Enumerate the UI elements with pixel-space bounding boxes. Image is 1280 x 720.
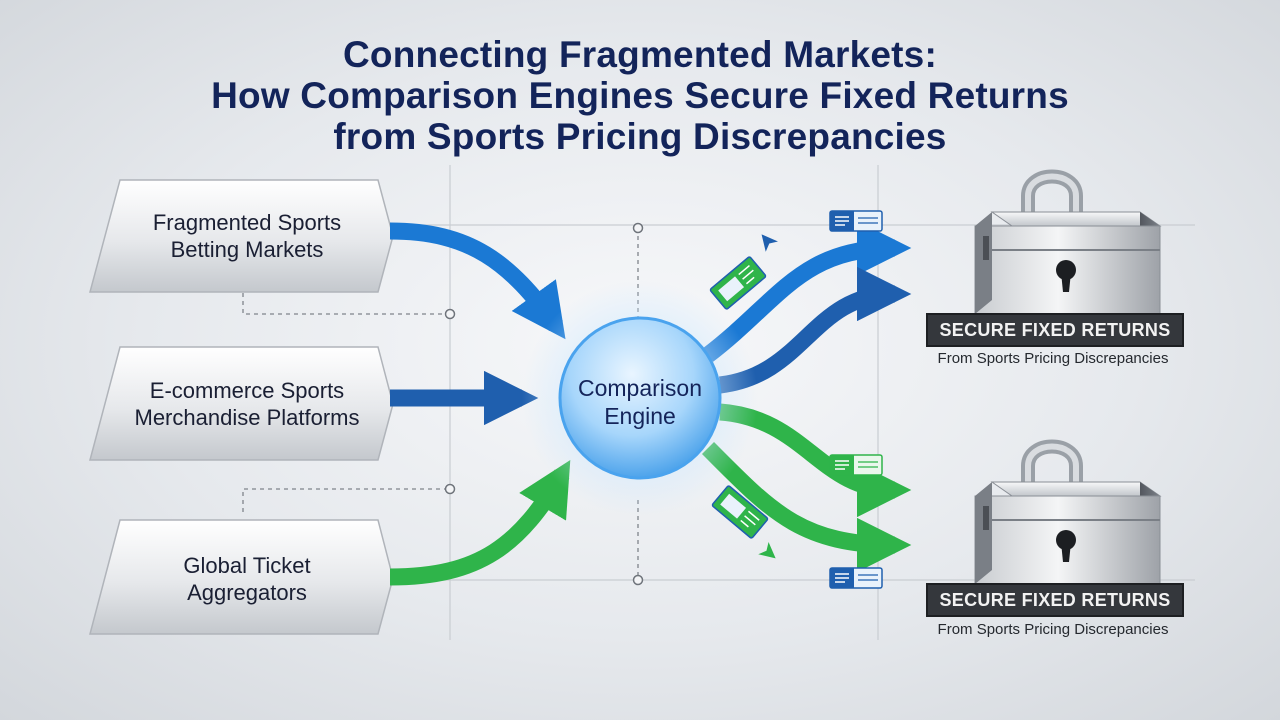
source-label-tickets: Global Ticket Aggregators bbox=[112, 552, 382, 606]
source-label-line: Fragmented Sports bbox=[152, 210, 342, 235]
source-label-line: Aggregators bbox=[187, 580, 307, 605]
source-label-line: Betting Markets bbox=[170, 237, 324, 262]
lock-safe-icon bbox=[974, 439, 1162, 586]
title-line-1: Connecting Fragmented Markets: bbox=[343, 34, 937, 75]
return-banner-1: SECURE FIXED RETURNS bbox=[926, 313, 1184, 347]
source-label-line: E-commerce Sports bbox=[149, 378, 345, 403]
engine-label: Comparison Engine bbox=[560, 374, 720, 430]
source-plate-tickets bbox=[89, 519, 394, 635]
source-label-line: Global Ticket bbox=[183, 553, 311, 578]
engine-circle bbox=[558, 316, 722, 480]
title-line-3: from Sports Pricing Discrepancies bbox=[333, 116, 947, 157]
cursor-arrow-icon bbox=[758, 542, 776, 559]
connector-nodes bbox=[444, 222, 644, 586]
arrow-tickets-to-engine bbox=[389, 459, 571, 586]
source-plate-betting bbox=[89, 179, 394, 293]
document-card-icon bbox=[829, 454, 883, 476]
dashed-connectors bbox=[242, 228, 639, 580]
title-line-2: How Comparison Engines Secure Fixed Retu… bbox=[211, 75, 1069, 116]
return-subtitle-2: From Sports Pricing Discrepancies bbox=[937, 621, 1169, 638]
source-plate-merch bbox=[89, 346, 394, 461]
document-card-icon bbox=[829, 210, 883, 232]
document-card-icon bbox=[829, 567, 883, 589]
source-label-line: Merchandise Platforms bbox=[134, 405, 360, 430]
source-label-merch: E-commerce Sports Merchandise Platforms bbox=[112, 377, 382, 431]
return-subtitle-1: From Sports Pricing Discrepancies bbox=[937, 350, 1169, 367]
ticket-icon bbox=[711, 485, 769, 539]
ticket-icon bbox=[709, 256, 767, 310]
page-title: Connecting Fragmented Markets: How Compa… bbox=[0, 34, 1280, 157]
lock-safe-icon bbox=[974, 169, 1162, 316]
source-label-betting: Fragmented Sports Betting Markets bbox=[112, 209, 382, 263]
engine-label-line: Engine bbox=[604, 403, 676, 429]
arrow-betting-to-engine bbox=[389, 222, 566, 340]
cursor-arrow-icon bbox=[761, 234, 778, 252]
return-banner-2: SECURE FIXED RETURNS bbox=[926, 583, 1184, 617]
engine-label-line: Comparison bbox=[578, 375, 702, 401]
